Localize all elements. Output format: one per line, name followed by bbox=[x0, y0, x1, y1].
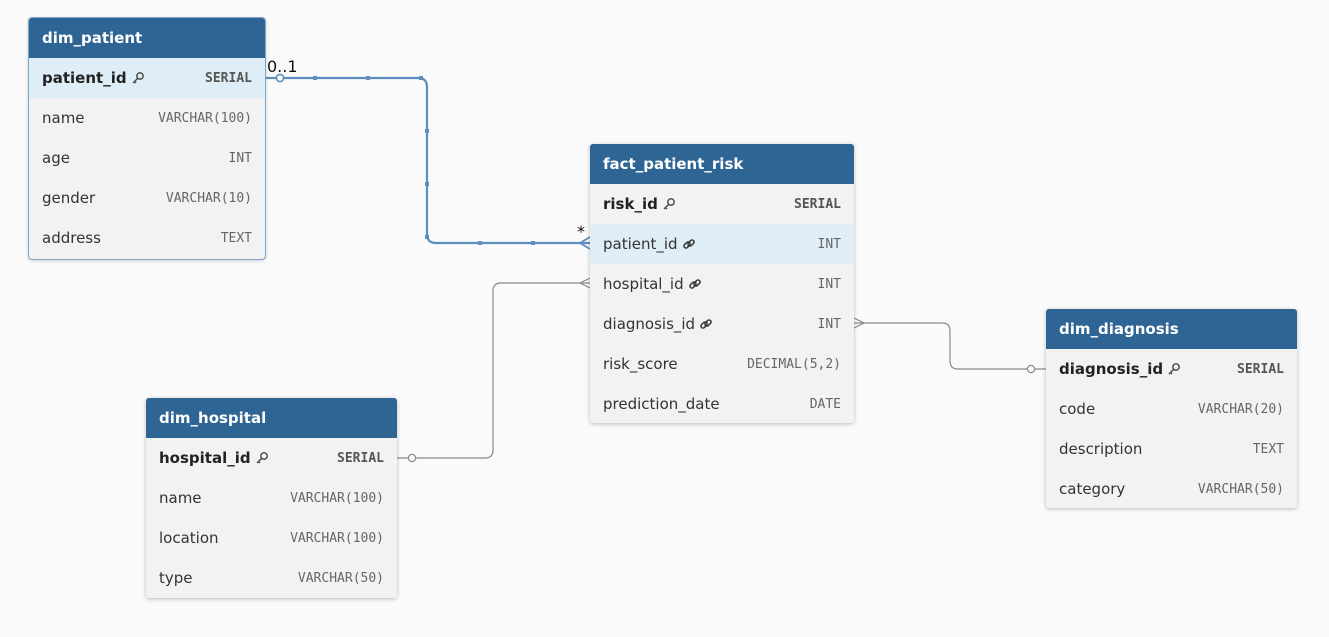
column-type: VARCHAR(20) bbox=[1197, 401, 1284, 417]
table-row[interactable]: location VARCHAR(100) bbox=[146, 518, 397, 558]
table-header[interactable]: dim_diagnosis bbox=[1046, 309, 1297, 349]
relationship-diagnosis-risk[interactable] bbox=[853, 317, 1046, 374]
route-handle[interactable] bbox=[478, 241, 482, 245]
table-row[interactable]: category VARCHAR(50) bbox=[1046, 469, 1297, 508]
column-name: patient_id bbox=[603, 235, 678, 253]
column-type: SERIAL bbox=[794, 196, 841, 212]
column-name: hospital_id bbox=[603, 275, 684, 293]
column-type: VARCHAR(50) bbox=[1197, 481, 1284, 497]
column-type: VARCHAR(10) bbox=[165, 190, 252, 206]
table-row[interactable]: diagnosis_id INT bbox=[590, 304, 854, 344]
table-row[interactable]: patient_id INT bbox=[590, 224, 854, 264]
column-type: INT bbox=[817, 316, 841, 332]
table-row[interactable]: diagnosis_id SERIAL bbox=[1046, 349, 1297, 389]
column-type: VARCHAR(100) bbox=[158, 110, 252, 126]
link-icon bbox=[699, 317, 713, 331]
column-type: INT bbox=[228, 150, 252, 166]
crowfoot-many-marker bbox=[578, 236, 591, 250]
column-type: VARCHAR(100) bbox=[290, 530, 384, 546]
link-icon bbox=[688, 277, 702, 291]
column-type: TEXT bbox=[220, 230, 252, 246]
table-row[interactable]: code VARCHAR(20) bbox=[1046, 389, 1297, 429]
column-type: INT bbox=[817, 276, 841, 292]
route-handle[interactable] bbox=[313, 76, 317, 80]
route-handle[interactable] bbox=[425, 235, 429, 239]
relationship-line-patient[interactable] bbox=[265, 76, 590, 245]
route-handle[interactable] bbox=[419, 76, 423, 80]
key-icon bbox=[255, 451, 269, 465]
crowfoot-many-marker bbox=[578, 277, 591, 289]
column-type: SERIAL bbox=[337, 450, 384, 466]
column-name: description bbox=[1059, 440, 1143, 458]
table-row[interactable]: name VARCHAR(100) bbox=[146, 478, 397, 518]
table-row[interactable]: prediction_date DATE bbox=[590, 384, 854, 423]
cardinality-label-to: * bbox=[577, 222, 585, 241]
key-icon bbox=[1167, 362, 1181, 376]
column-name: age bbox=[42, 149, 70, 167]
route-handle[interactable] bbox=[425, 129, 429, 133]
route-handle[interactable] bbox=[531, 241, 535, 245]
table-row[interactable]: type VARCHAR(50) bbox=[146, 558, 397, 598]
table-row[interactable]: patient_id SERIAL bbox=[29, 58, 265, 98]
relationship-line-diagnosis[interactable] bbox=[854, 322, 1046, 370]
table-header[interactable]: fact_patient_risk bbox=[590, 144, 854, 184]
table-dim-diagnosis[interactable]: dim_diagnosis diagnosis_id SERIAL code V… bbox=[1046, 309, 1297, 508]
column-name: diagnosis_id bbox=[603, 315, 696, 333]
table-row[interactable]: description TEXT bbox=[1046, 429, 1297, 469]
table-header[interactable]: dim_patient bbox=[29, 18, 265, 58]
column-type: INT bbox=[817, 236, 841, 252]
cardinality-label-from: 0..1 bbox=[267, 57, 298, 76]
column-type: SERIAL bbox=[1237, 361, 1284, 377]
link-icon bbox=[682, 237, 696, 251]
column-type: VARCHAR(100) bbox=[290, 490, 384, 506]
table-row[interactable]: gender VARCHAR(10) bbox=[29, 178, 265, 218]
table-dim-hospital[interactable]: dim_hospital hospital_id SERIAL name VAR… bbox=[146, 398, 397, 598]
column-type: SERIAL bbox=[205, 70, 252, 86]
column-type: DATE bbox=[809, 396, 841, 412]
table-row[interactable]: name VARCHAR(100) bbox=[29, 98, 265, 138]
table-dim-patient[interactable]: dim_patient patient_id SERIAL name VARCH… bbox=[28, 17, 266, 260]
table-row[interactable]: hospital_id SERIAL bbox=[146, 438, 397, 478]
column-name: category bbox=[1059, 480, 1126, 498]
optional-one-marker bbox=[1026, 364, 1036, 374]
column-name: name bbox=[42, 109, 85, 127]
column-type: DECIMAL(5,2) bbox=[747, 356, 841, 372]
route-handle[interactable] bbox=[425, 182, 429, 186]
column-type: VARCHAR(50) bbox=[297, 570, 384, 586]
key-icon bbox=[131, 71, 145, 85]
table-row[interactable]: address TEXT bbox=[29, 218, 265, 258]
table-row[interactable]: age INT bbox=[29, 138, 265, 178]
crowfoot-many-marker bbox=[853, 317, 866, 329]
table-row[interactable]: hospital_id INT bbox=[590, 264, 854, 304]
column-name: gender bbox=[42, 189, 96, 207]
column-name: risk_score bbox=[603, 355, 678, 373]
column-name: address bbox=[42, 229, 101, 247]
table-fact-patient-risk[interactable]: fact_patient_risk risk_id SERIAL patient… bbox=[590, 144, 854, 423]
relationship-hospital-risk[interactable] bbox=[397, 277, 591, 463]
column-name: type bbox=[159, 569, 193, 587]
column-name: prediction_date bbox=[603, 395, 720, 413]
relationship-line-hospital[interactable] bbox=[397, 282, 590, 459]
column-name: risk_id bbox=[603, 195, 658, 213]
table-row[interactable]: risk_id SERIAL bbox=[590, 184, 854, 224]
route-handle[interactable] bbox=[366, 76, 370, 80]
column-name: code bbox=[1059, 400, 1096, 418]
table-header[interactable]: dim_hospital bbox=[146, 398, 397, 438]
optional-one-marker bbox=[407, 453, 417, 463]
column-type: TEXT bbox=[1252, 441, 1284, 457]
column-name: name bbox=[159, 489, 202, 507]
column-name: diagnosis_id bbox=[1059, 360, 1164, 378]
column-name: location bbox=[159, 529, 219, 547]
column-name: hospital_id bbox=[159, 449, 251, 467]
table-row[interactable]: risk_score DECIMAL(5,2) bbox=[590, 344, 854, 384]
optional-one-marker bbox=[275, 73, 285, 83]
column-name: patient_id bbox=[42, 69, 127, 87]
key-icon bbox=[662, 197, 676, 211]
relationship-patient-risk[interactable] bbox=[265, 73, 591, 250]
